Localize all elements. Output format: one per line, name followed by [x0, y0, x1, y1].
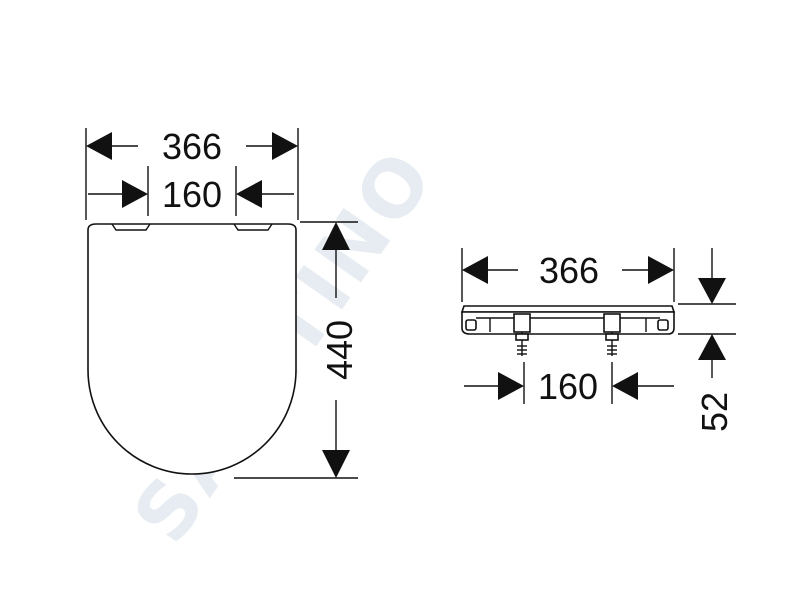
- seat-inner-contour: [476, 317, 660, 332]
- side-view: 366 160 52: [460, 248, 736, 432]
- dimension-160-side: 160: [464, 362, 674, 407]
- hinge-block-right: [603, 313, 621, 333]
- arrow-up-icon: [698, 334, 726, 360]
- arrow-down-icon: [698, 278, 726, 304]
- dimension-label-440: 440: [319, 320, 360, 380]
- lid-plate: [460, 305, 676, 313]
- hinge-notch-right: [233, 223, 273, 231]
- dimension-366-side: 366: [461, 248, 675, 302]
- arrow-left-icon: [236, 180, 262, 208]
- arrow-right-icon: [122, 180, 148, 208]
- dimension-label-160: 160: [162, 174, 222, 215]
- dimension-52: 52: [678, 248, 736, 432]
- arrow-up-icon: [322, 222, 350, 250]
- dimension-label-366-side: 366: [539, 250, 599, 291]
- dimension-label-52: 52: [694, 392, 735, 432]
- arrow-right-icon: [272, 132, 298, 160]
- seat-outline: [87, 223, 297, 475]
- arrow-left-icon: [86, 132, 112, 160]
- bumper-right: [657, 319, 669, 331]
- dimension-label-366: 366: [162, 126, 222, 167]
- hinge-notch-left: [111, 223, 151, 231]
- arrow-right-icon: [648, 256, 674, 284]
- hinge-bolt-left: [515, 332, 529, 356]
- bumper-left: [465, 319, 477, 331]
- top-view: 366 160 440: [85, 126, 360, 479]
- arrow-left-icon: [462, 256, 488, 284]
- dimension-label-160-side: 160: [538, 366, 598, 407]
- dimension-440: 440: [234, 221, 360, 479]
- arrow-down-icon: [322, 450, 350, 478]
- hinge-bolt-right: [605, 332, 619, 356]
- seat-body: [461, 311, 675, 335]
- hinge-block-left: [513, 313, 531, 333]
- arrow-left-icon: [612, 372, 638, 400]
- dimension-366-top: 366: [85, 126, 299, 220]
- dimension-160-top: 160: [88, 166, 294, 216]
- arrow-right-icon: [498, 372, 524, 400]
